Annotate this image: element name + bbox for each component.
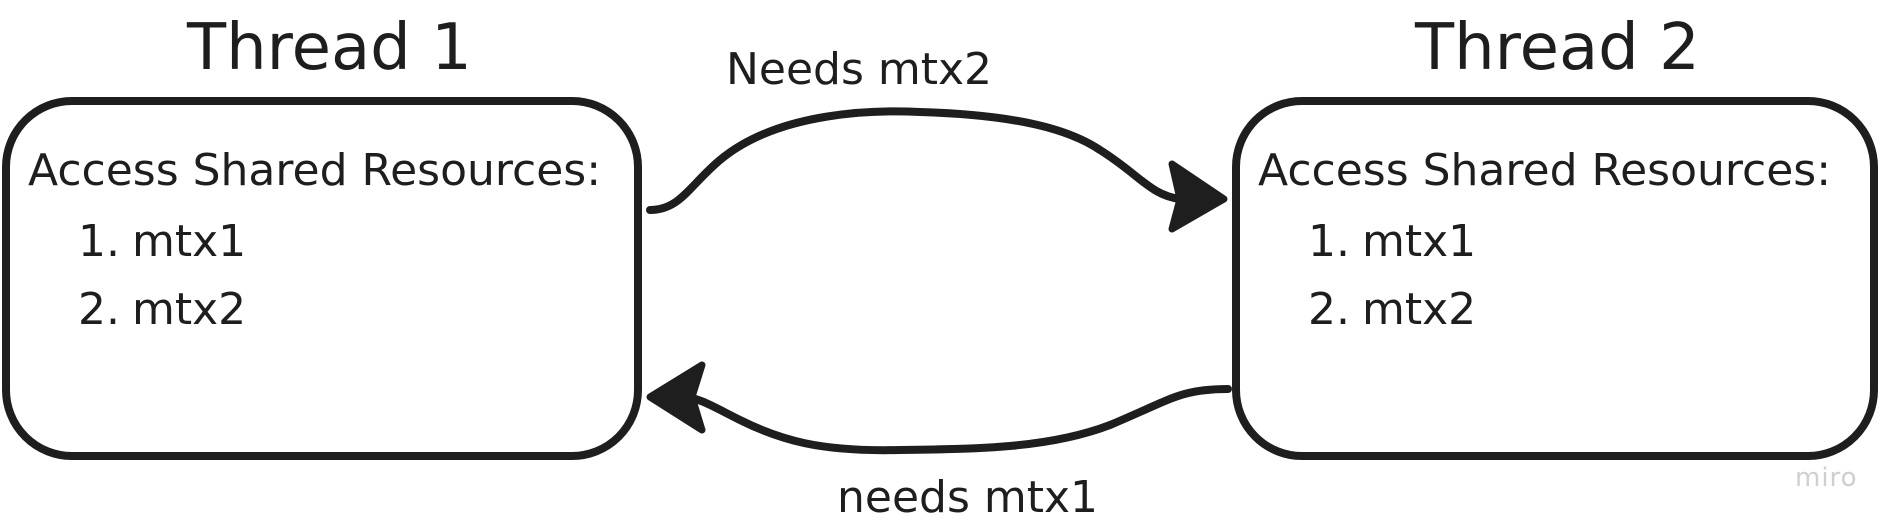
arrowhead-right-icon: [1168, 160, 1228, 233]
edge-label-needs-mtx2: Needs mtx2: [726, 44, 993, 95]
list-number: 2.: [1308, 284, 1350, 335]
miro-watermark: miro: [1795, 463, 1858, 493]
resource-name: mtx1: [1362, 216, 1477, 267]
thread-1-heading: Access Shared Resources:: [28, 145, 602, 196]
thread-2-resource-list: 1.mtx1 2.mtx2: [1308, 208, 1476, 344]
arrow-thread2-to-thread1[interactable]: [676, 385, 1232, 455]
thread-1-box[interactable]: Access Shared Resources: 1.mtx1 2.mtx2: [2, 97, 642, 460]
resource-name: mtx2: [132, 284, 247, 335]
list-item: 2.mtx2: [78, 276, 246, 344]
thread-2-title: Thread 2: [1415, 11, 1700, 85]
thread-1-resource-list: 1.mtx1 2.mtx2: [78, 208, 246, 344]
thread-1-title: Thread 1: [187, 11, 472, 85]
list-item: 1.mtx1: [78, 208, 246, 276]
list-number: 2.: [78, 284, 120, 335]
list-number: 1.: [1308, 216, 1350, 267]
list-item: 1.mtx1: [1308, 208, 1476, 276]
resource-name: mtx2: [1362, 284, 1477, 335]
edge-label-needs-mtx1: needs mtx1: [837, 472, 1099, 523]
arrow-thread1-to-thread2[interactable]: [646, 107, 1184, 214]
thread-2-box[interactable]: Access Shared Resources: 1.mtx1 2.mtx2: [1232, 97, 1878, 460]
list-item: 2.mtx2: [1308, 276, 1476, 344]
resource-name: mtx1: [132, 216, 247, 267]
list-number: 1.: [78, 216, 120, 267]
thread-2-heading: Access Shared Resources:: [1258, 145, 1832, 196]
arrowhead-left-icon: [646, 361, 706, 434]
